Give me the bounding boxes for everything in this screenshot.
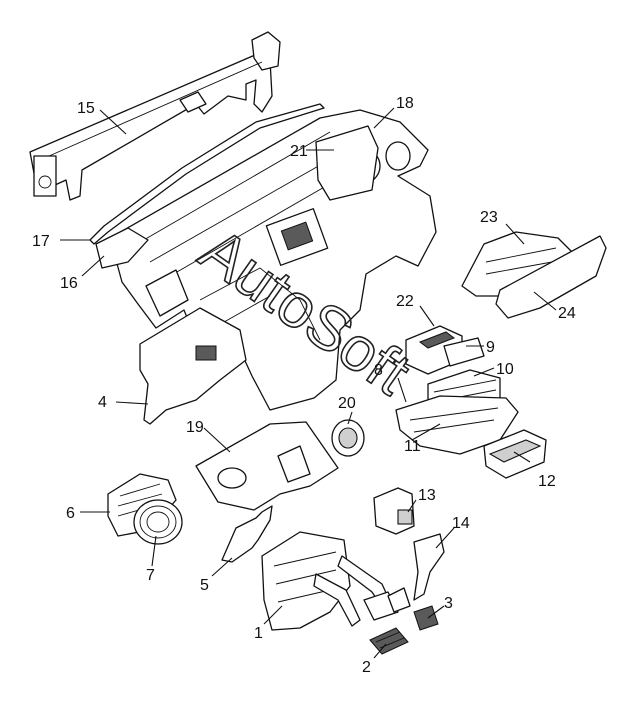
part-bracket xyxy=(221,505,273,563)
part-air-vent xyxy=(483,429,547,479)
part-lower-panel-switch xyxy=(195,345,217,361)
callout-18: 18 xyxy=(396,95,414,112)
callout-8: 8 xyxy=(374,362,383,379)
callout-9: 9 xyxy=(486,339,495,356)
callout-4: 4 xyxy=(98,394,107,411)
part-pedal-arm xyxy=(413,533,445,601)
callout-7: 7 xyxy=(146,567,155,584)
part-defroster-grille xyxy=(95,227,149,269)
part-control-module xyxy=(373,487,415,535)
part-instrument-cluster xyxy=(315,125,379,201)
part-glove-box xyxy=(461,231,607,319)
callout-19: 19 xyxy=(186,419,204,436)
callout-22: 22 xyxy=(396,293,414,310)
part-accelerator-pad xyxy=(413,605,439,631)
part-cross-car-beam xyxy=(29,31,281,201)
callout-10: 10 xyxy=(496,361,514,378)
callout-20: 20 xyxy=(338,395,356,412)
callouts: 15 17 16 18 21 23 24 22 9 10 8 4 19 20 1… xyxy=(32,95,576,676)
callout-16: 16 xyxy=(60,275,78,292)
part-knob xyxy=(331,419,365,457)
leader-lines xyxy=(60,107,557,659)
callout-12: 12 xyxy=(538,473,556,490)
callout-24: 24 xyxy=(558,305,576,322)
callout-2: 2 xyxy=(362,659,371,676)
callout-23: 23 xyxy=(480,209,498,226)
part-brake-pedal-pad xyxy=(369,627,409,655)
part-speaker xyxy=(133,499,183,545)
callout-11: 11 xyxy=(404,438,421,455)
part-lower-dash-trim xyxy=(195,421,339,511)
callout-21: 21 xyxy=(290,143,308,160)
callout-6: 6 xyxy=(66,505,75,522)
part-bezel xyxy=(443,337,485,367)
callout-15: 15 xyxy=(77,100,95,117)
callout-13: 13 xyxy=(418,487,436,504)
callout-5: 5 xyxy=(200,577,209,594)
callout-3: 3 xyxy=(444,595,453,612)
part-lower-panel-left xyxy=(139,307,247,425)
callout-14: 14 xyxy=(452,515,470,532)
part-trim-strip xyxy=(89,103,325,245)
callout-1: 1 xyxy=(254,625,263,642)
callout-17: 17 xyxy=(32,233,50,250)
